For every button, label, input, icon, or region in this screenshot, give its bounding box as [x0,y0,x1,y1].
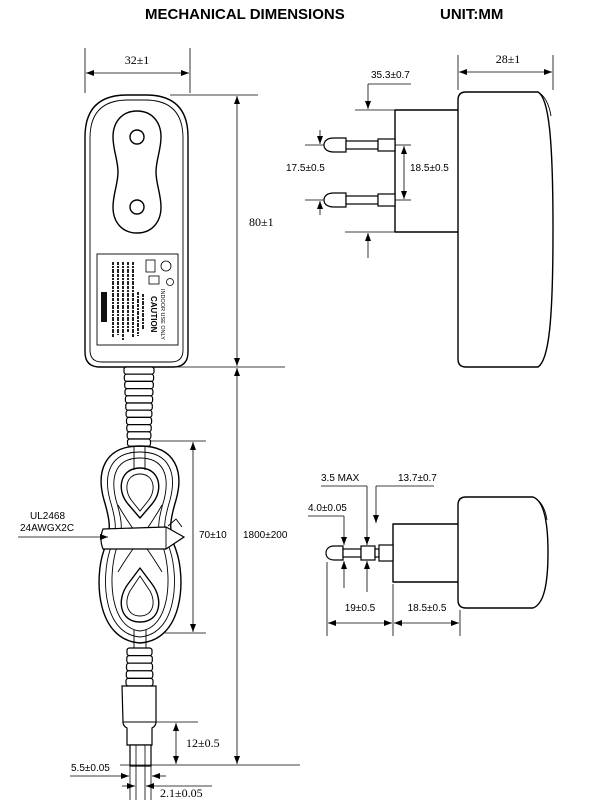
product-label: CAUTION INDOOR USE ONLY [96,253,179,346]
bottom-body-outline [457,496,549,609]
pin-spacing-label: 17.5±0.5 [286,163,325,174]
bottom-view-dimensions: 3.5 MAX 13.7±0.7 4.0±0.05 19±0.5 18.5±0.… [308,473,461,636]
pin-collar [378,544,394,562]
dc-plug-barrel [129,744,152,767]
pin-tip [325,545,344,561]
cable-loop-middle [105,451,175,638]
strain-relief-rib [124,380,154,390]
pin-shaft [345,195,379,205]
pin-shaft [345,140,379,150]
side-pin-top [323,137,396,153]
pin-offset-label: 35.3±0.7 [371,70,410,81]
label-certification-marks [145,259,174,286]
pin-ring [360,545,376,561]
side-view [323,91,554,368]
drawing-unit: UNIT:MM [440,6,503,23]
strain-relief-rib [126,424,152,433]
pin-shaft [342,548,362,558]
cable-loop-inner [111,457,169,632]
upper-strain-relief [123,366,155,447]
strain-relief-rib [125,662,154,672]
drawing-header: MECHANICAL DIMENSIONS UNIT:MM [145,6,503,23]
pin-neck [374,548,380,558]
tip-diameter-label: 4.0±0.05 [308,503,347,514]
certification-mark [145,259,156,273]
outer-diameter-label: 5.5±0.05 [71,763,110,774]
cable-loop-outer [98,445,182,644]
plug-pin-hole-top [129,129,145,145]
side-pin-bottom [323,192,396,208]
upper-loop-eye-inner [126,473,154,512]
strain-relief-rib [126,438,152,447]
depth-dimension-label: 28±1 [496,52,521,66]
cable-length-dimension-label: 1800±200 [243,530,288,541]
certification-mark [148,275,160,285]
cable-tie [100,518,186,550]
cable-tie-band [100,526,186,550]
side-plug-base [394,109,458,233]
lower-strain-relief [125,647,154,687]
bottom-pin [325,544,394,562]
pin-length-label: 19±0.5 [345,603,376,614]
upper-loop-eye-outer [120,467,160,519]
wall-plug-socket [112,110,162,234]
pin-tip [323,192,347,208]
strain-relief-rib [124,388,154,397]
width-dimension-label: 32±1 [125,53,150,67]
bundle-dimension-label: 70±10 [199,530,227,541]
pin-collar [377,138,396,152]
strain-relief-rib [125,402,153,411]
side-body-edge-curve [537,91,552,117]
adapter-body-outline [84,94,189,368]
base-offset-label: 13.7±0.7 [398,473,437,484]
certification-mark [160,260,172,272]
label-indoor-use-text: INDOOR USE ONLY [159,289,165,340]
pin-collar [377,193,396,207]
strain-relief-rib [126,654,153,664]
pin-tip [323,137,347,153]
bottom-body-edge-curve [532,496,548,521]
label-fine-print [112,262,144,340]
lower-loop-eye-inner [126,575,154,617]
strain-relief-rib [123,373,155,383]
base-length-label: 18.5±0.5 [408,603,447,614]
bottom-view [325,496,549,609]
inner-diameter-label: 2.1±0.05 [160,786,203,800]
plug-pin-hole-bottom [129,199,145,215]
dc-plug-body [121,685,157,746]
front-view-dimensions: 32±1 80±1 UL2468 24AWGX2C 70±10 1800±200… [18,48,300,800]
dc-plug [121,685,157,800]
product-label-frame [96,253,179,346]
label-brand-mark [101,292,107,322]
pin-length-label: 18.5±0.5 [410,163,449,174]
strain-relief-rib [126,647,153,657]
strain-relief-rib [126,431,152,440]
strain-relief-rib [125,677,154,687]
cable-gauge-label: 24AWGX2C [20,523,74,534]
strain-relief-rib [124,395,154,404]
side-view-dimensions: 28±1 35.3±0.7 17.5±0.5 18.5±0.5 [286,52,554,258]
pin-diameter-max-label: 3.5 MAX [321,473,360,484]
strain-relief-rib [125,416,153,426]
lower-loop-eye-outer [120,567,160,623]
height-dimension-label: 80±1 [249,215,274,229]
drawing-title: MECHANICAL DIMENSIONS [145,6,345,23]
side-body-outline [457,91,554,368]
front-view: CAUTION INDOOR USE ONLY [84,94,189,800]
certification-mark [166,278,174,286]
cable-tie-tail [167,518,183,528]
bottom-plug-base [392,523,458,583]
cable-type-label: UL2468 [30,511,65,522]
strain-relief-rib [125,409,153,419]
strain-relief-rib [123,366,155,375]
label-caution-text: CAUTION [149,296,158,333]
plug-length-dimension-label: 12±0.5 [186,736,220,750]
strain-relief-rib [125,670,154,679]
adapter-body-inner-outline [89,99,184,363]
